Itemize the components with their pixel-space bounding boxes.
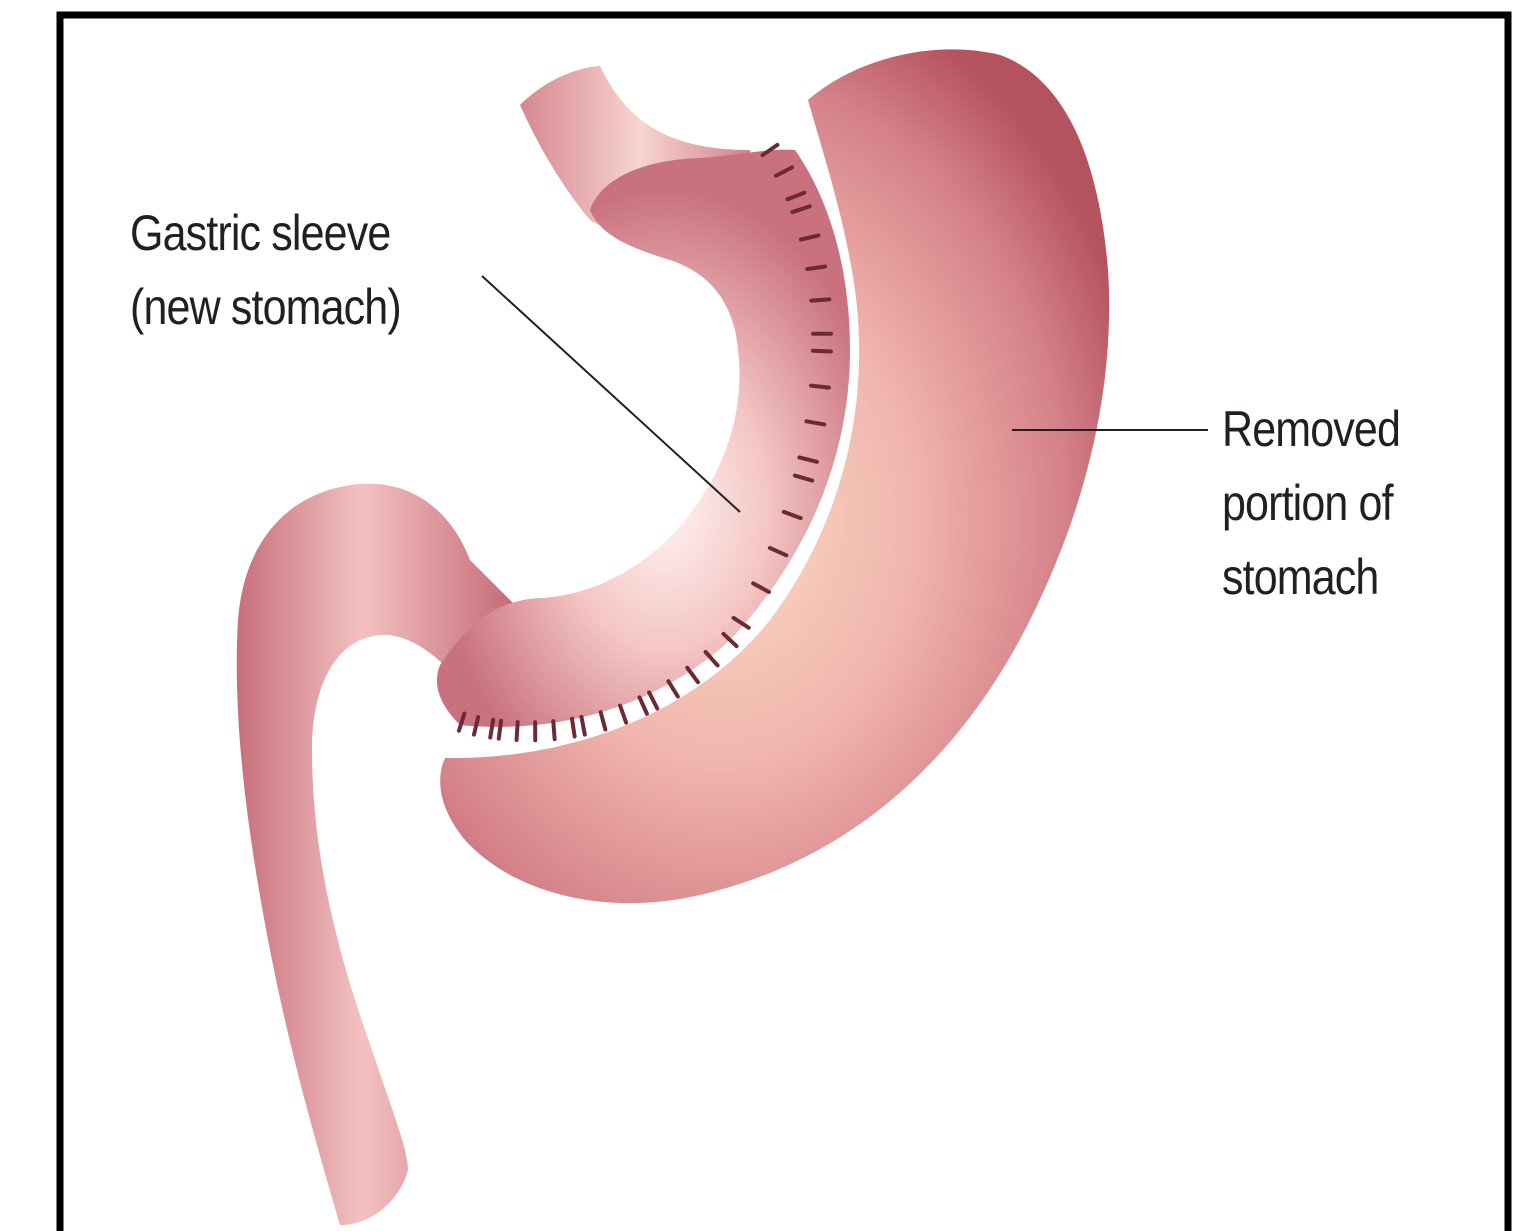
staple-mark [499, 721, 501, 739]
gastric-sleeve-label-line-1: Gastric sleeve [130, 196, 401, 270]
staple-mark [813, 351, 831, 352]
staple-mark [517, 722, 518, 740]
removed-portion-label-line-1: Removed [1222, 392, 1400, 466]
removed-portion-label-line-2: portion of [1222, 466, 1400, 540]
staple-mark [553, 721, 554, 739]
removed-portion-label-line-3: stomach [1222, 540, 1400, 614]
removed-portion-label: Removed portion of stomach [1222, 392, 1400, 614]
staple-mark [807, 266, 825, 269]
gastric-sleeve-label-line-2: (new stomach) [130, 270, 401, 344]
gastric-sleeve-label: Gastric sleeve (new stomach) [130, 196, 401, 344]
staple-mark [572, 719, 575, 737]
staple-mark [811, 386, 829, 388]
staple-mark [811, 299, 829, 300]
